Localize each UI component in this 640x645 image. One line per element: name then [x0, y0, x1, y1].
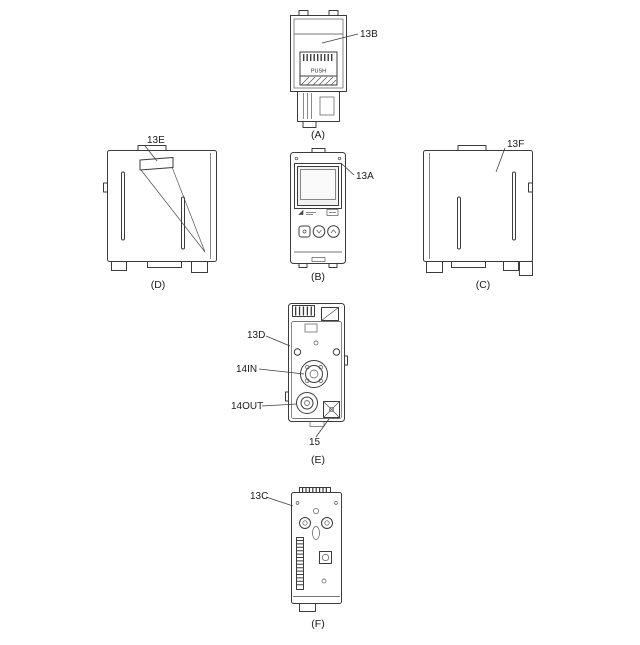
view-a-hatch — [300, 76, 337, 86]
view-b-buttons — [298, 225, 340, 238]
ref-14out-label: 14OUT — [231, 401, 263, 412]
view-e-top-connector — [292, 305, 339, 321]
ref-13e-label: 13E — [147, 135, 165, 146]
view-e-bottom-foot — [309, 421, 325, 427]
view-d-left-side: 13E (D) — [103, 135, 217, 291]
caption-b: (B) — [311, 271, 325, 283]
view-e-top-detail — [304, 323, 318, 333]
view-f-screw-left — [295, 501, 300, 505]
view-c-right-side: 13F (C) — [423, 139, 533, 291]
view-c-bottom-detail — [426, 261, 533, 276]
down-button — [312, 225, 326, 238]
leader-14out — [261, 403, 298, 407]
view-c-body-outline — [423, 150, 533, 262]
view-a-lower-plug — [297, 91, 340, 128]
caption-c: (C) — [476, 279, 491, 291]
view-e-screw-right — [332, 348, 341, 356]
ref-13f-label: 13F — [507, 139, 524, 150]
caption-d: (D) — [151, 279, 166, 291]
set-button — [298, 225, 311, 238]
view-f-vent-strip — [296, 537, 304, 590]
view-e-right-lug — [344, 355, 348, 366]
view-e-connector-15 — [323, 401, 340, 418]
view-e-pin — [313, 340, 319, 346]
down-arrow-icon — [316, 229, 322, 234]
view-b-screw-left — [294, 156, 299, 161]
view-e-bottom: 13D 14IN 14OUT 15 (E) — [231, 303, 348, 466]
view-b-top-tab — [311, 148, 326, 153]
ref-15-label: 15 — [309, 437, 321, 448]
caption-f: (F) — [311, 618, 324, 630]
view-a-body-outline — [290, 15, 347, 92]
view-f-bottom-foot — [299, 603, 316, 612]
ref-13a-label: 13A — [356, 171, 374, 182]
view-d-bottom-detail — [111, 261, 208, 273]
leader-15 — [315, 418, 330, 438]
view-c-slot-rear — [457, 196, 461, 250]
view-d-side-lug — [103, 182, 108, 193]
leader-13c — [265, 496, 294, 507]
view-a-connector: PUSH — [299, 51, 338, 86]
ref-13b-label: 13B — [360, 29, 378, 40]
view-a-top-tab-right — [328, 10, 339, 16]
view-d-slot-front — [121, 171, 125, 241]
view-b-front: 13A (B) — [290, 148, 374, 283]
ref-13c-label: 13C — [250, 491, 268, 502]
view-a-top: PUSH 13B (A) — [290, 10, 378, 141]
push-label: PUSH — [311, 69, 326, 75]
view-a-top-tab-left — [298, 10, 309, 16]
leader-13a — [341, 163, 355, 176]
view-f-rear: 13C (F) — [250, 487, 342, 630]
leader-13e — [144, 145, 158, 162]
view-b-display — [294, 163, 342, 209]
view-c-side-lug — [528, 182, 533, 193]
view-f-switch-detail — [319, 551, 332, 584]
leader-13f — [495, 147, 506, 173]
set-button-dot — [302, 229, 307, 234]
view-e-left-lug — [285, 391, 289, 402]
caption-a: (A) — [311, 129, 325, 141]
up-arrow-icon — [330, 229, 337, 234]
view-f-top-connector — [299, 487, 331, 493]
view-f-screw-right — [334, 501, 338, 505]
view-d-label-plate — [139, 157, 206, 253]
view-c-top-tab — [457, 145, 487, 151]
ref-14in-label: 14IN — [236, 364, 257, 375]
view-f-ports — [299, 508, 333, 540]
leader-13d — [265, 335, 291, 347]
view-e-in-port — [300, 360, 328, 388]
view-e-screw-left — [293, 348, 302, 356]
leader-14in — [258, 368, 305, 375]
ref-13d-label: 13D — [247, 330, 265, 341]
view-d-top-tab — [137, 145, 167, 151]
leader-13b — [321, 33, 359, 44]
caption-e: (E) — [311, 454, 325, 466]
view-b-brand-strip — [298, 209, 339, 216]
view-a-inner-outline — [293, 18, 344, 89]
view-f-body-outline — [291, 492, 342, 604]
view-e-out-port — [296, 392, 318, 414]
view-b-bottom-detail — [294, 251, 342, 268]
view-c-slot-front — [512, 171, 516, 241]
view-b-screw-right — [337, 156, 342, 161]
view-d-slot-rear — [181, 196, 185, 250]
view-d-body-outline — [107, 150, 217, 262]
view-e-inner-outline — [291, 321, 342, 419]
up-button — [327, 225, 340, 238]
